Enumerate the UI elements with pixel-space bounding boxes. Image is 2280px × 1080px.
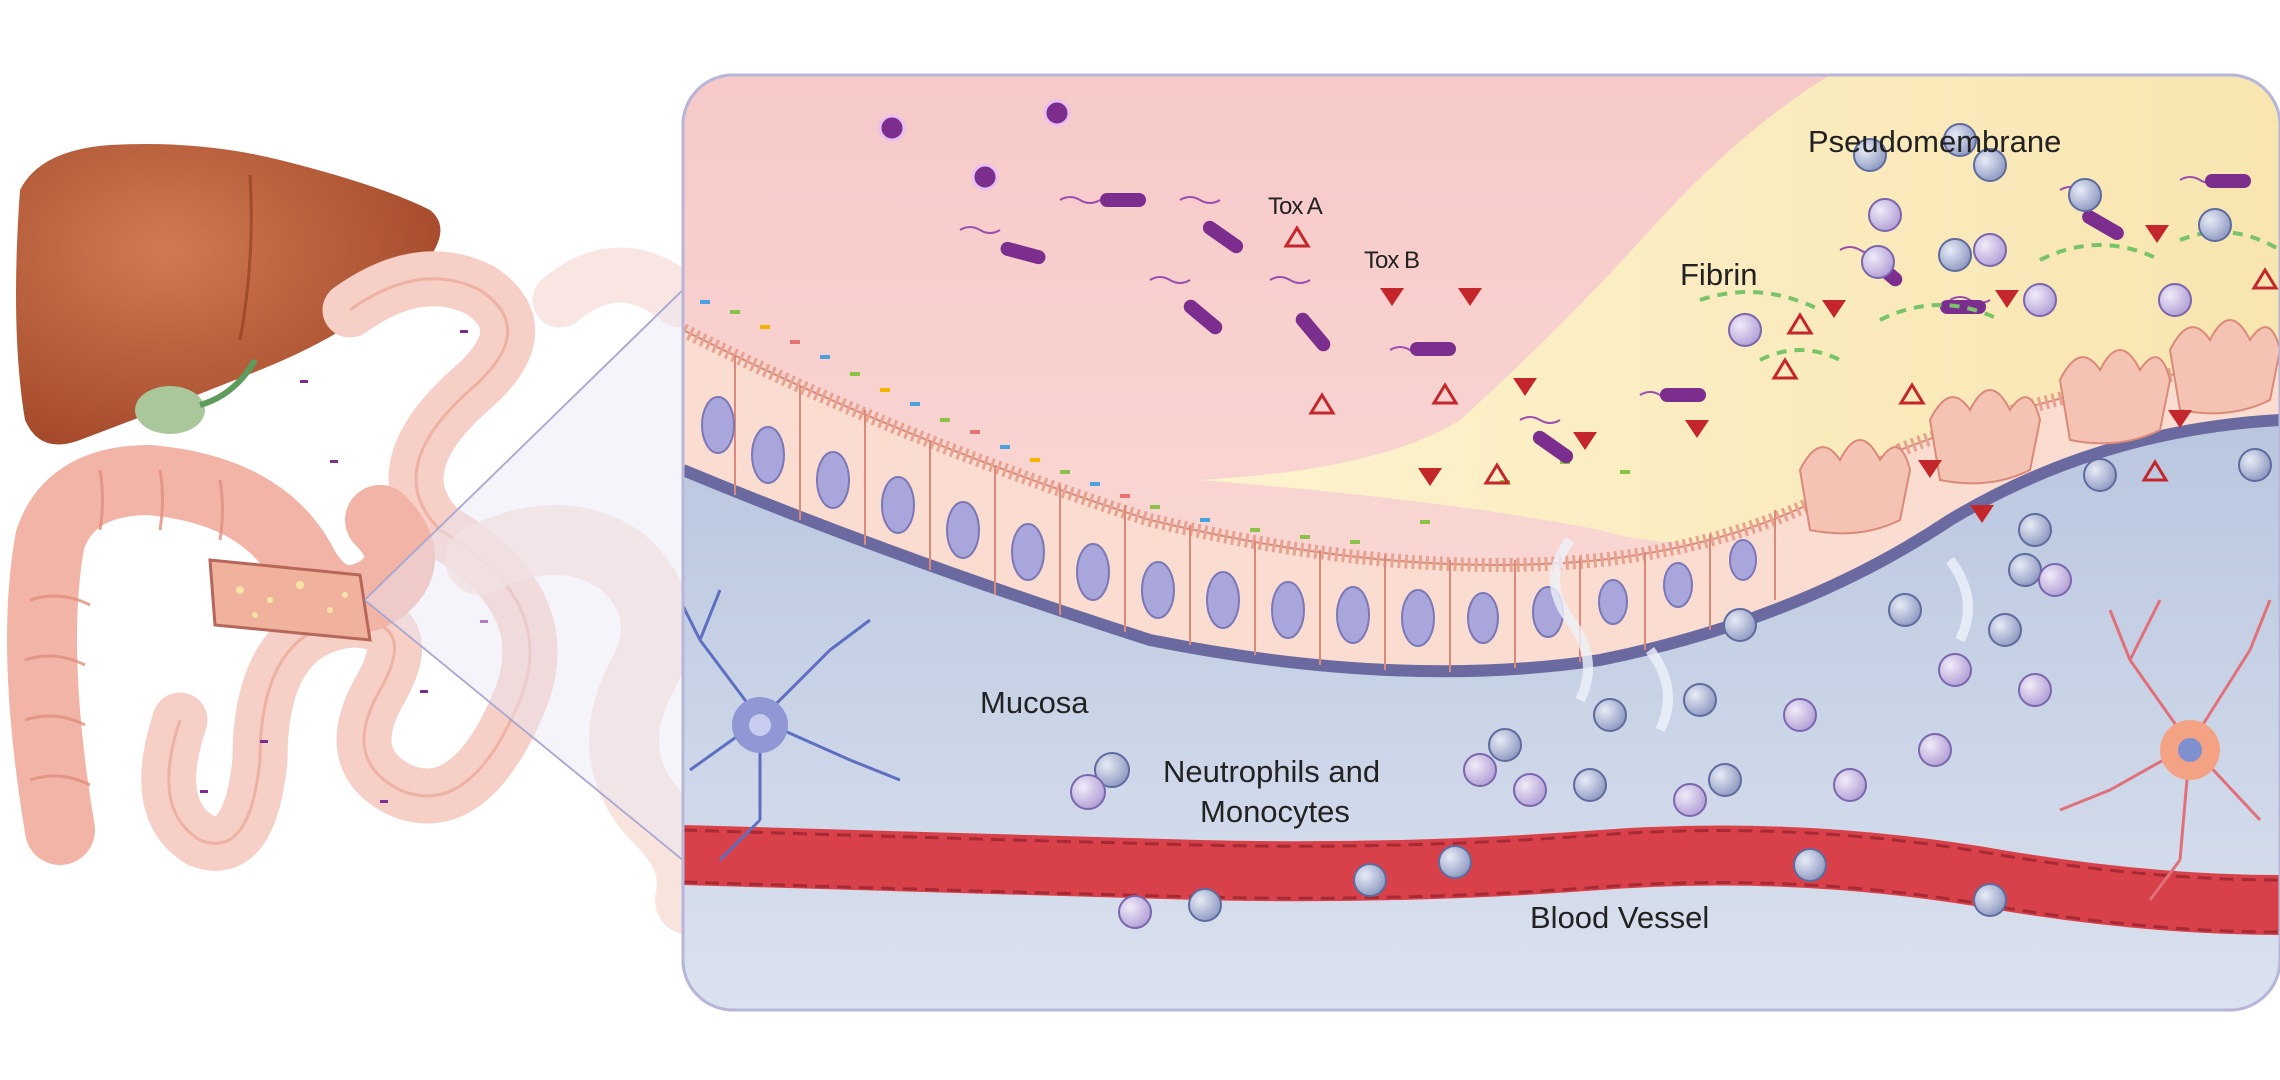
- label-tox-a: Tox A: [1268, 193, 1323, 220]
- liver: [16, 144, 441, 445]
- cell-borders: [734, 355, 1776, 672]
- neuron-left: [683, 589, 901, 862]
- label-fibrin: Fibrin: [1680, 257, 1758, 292]
- gallbladder: [135, 386, 205, 434]
- basement-membrane: [683, 414, 2280, 678]
- neutrophils: [1094, 123, 2272, 922]
- microvilli: [683, 323, 2280, 572]
- label-neutrophils-line2: Monocytes: [1200, 794, 1350, 829]
- opened-colon-segment: [208, 558, 372, 642]
- label-neutrophils-line1: Neutrophils and: [1163, 754, 1380, 789]
- toxin-b-markers: [1380, 225, 2192, 523]
- zoom-panel: [681, 73, 2280, 1012]
- labels: Tox A Tox B Pseudomembrane Fibrin Mucosa…: [980, 124, 2061, 935]
- transmigration-wisps: [1550, 537, 1973, 733]
- label-mucosa: Mucosa: [980, 685, 1089, 720]
- colon: [7, 444, 435, 865]
- fibrin-strands: [1699, 230, 2280, 362]
- neuron-right: [2059, 599, 2272, 901]
- organs-group: [7, 144, 727, 935]
- label-blood-vessel: Blood Vessel: [1530, 900, 1709, 935]
- label-pseudomembrane: Pseudomembrane: [1808, 124, 2061, 159]
- normal-flora: [700, 300, 1630, 544]
- damaged-cells: [1798, 319, 2280, 535]
- zoom-wedge: [364, 289, 684, 861]
- blood-vessel: [683, 825, 2280, 935]
- spores: [878, 99, 1071, 191]
- monocytes: [1070, 198, 2192, 929]
- nuclei: [701, 396, 1757, 647]
- immune-cells: [1070, 123, 2272, 929]
- label-tox-b: Tox B: [1364, 247, 1419, 274]
- toxin-a-markers: [1283, 225, 2279, 485]
